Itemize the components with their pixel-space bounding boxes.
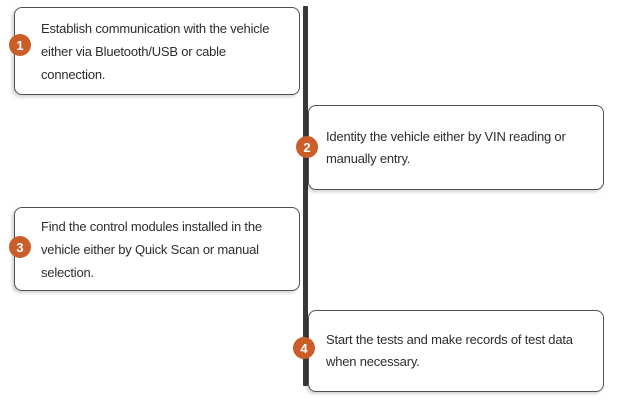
step-3-number-badge: 3 — [9, 236, 31, 258]
step-1-text: Establish communication with the vehicle… — [41, 20, 270, 82]
timeline-spine — [303, 6, 308, 386]
step-4-text: Start the tests and make records of test… — [326, 332, 573, 369]
step-box-2: Identity the vehicle either by VIN readi… — [308, 105, 604, 190]
step-2-number-badge: 2 — [296, 136, 318, 158]
step-1-number-badge: 1 — [9, 34, 31, 56]
step-3-text: Find the control modules installed in th… — [41, 218, 262, 280]
step-box-1: Establish communication with the vehicle… — [14, 7, 300, 95]
step-box-3: Find the control modules installed in th… — [14, 207, 300, 291]
step-4-number-badge: 4 — [293, 337, 315, 359]
step-2-text: Identity the vehicle either by VIN readi… — [326, 128, 566, 166]
step-box-4: Start the tests and make records of test… — [308, 310, 604, 392]
